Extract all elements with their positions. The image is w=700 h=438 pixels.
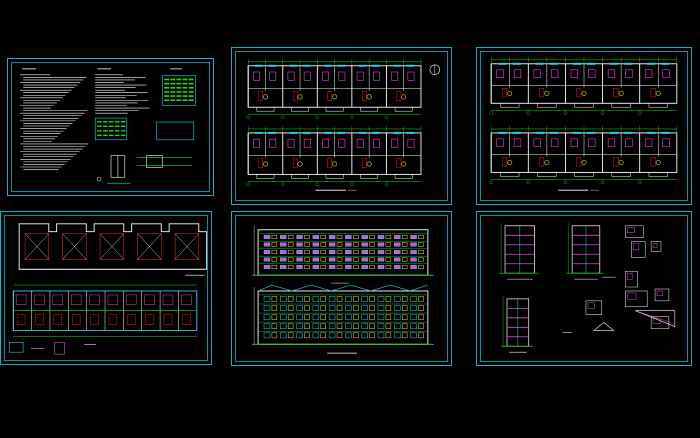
- floor-plan-typical-sheet[interactable]: [476, 47, 692, 205]
- elevations-sheet[interactable]: [231, 211, 452, 366]
- floor-plan-upper-drawing: [246, 58, 441, 191]
- design-notes-drawing: [20, 68, 197, 184]
- design-notes-sheet[interactable]: [7, 58, 214, 196]
- elevations-drawing: [252, 225, 434, 354]
- floor-plan-typical-drawing: [489, 56, 678, 191]
- sections-details-sheet[interactable]: [476, 211, 692, 366]
- roof-and-ground-plan-drawing: [8, 223, 208, 355]
- sections-details-drawing: [499, 222, 676, 353]
- floor-plan-upper-sheet[interactable]: [231, 47, 452, 205]
- roof-and-ground-plan-sheet[interactable]: [0, 211, 212, 365]
